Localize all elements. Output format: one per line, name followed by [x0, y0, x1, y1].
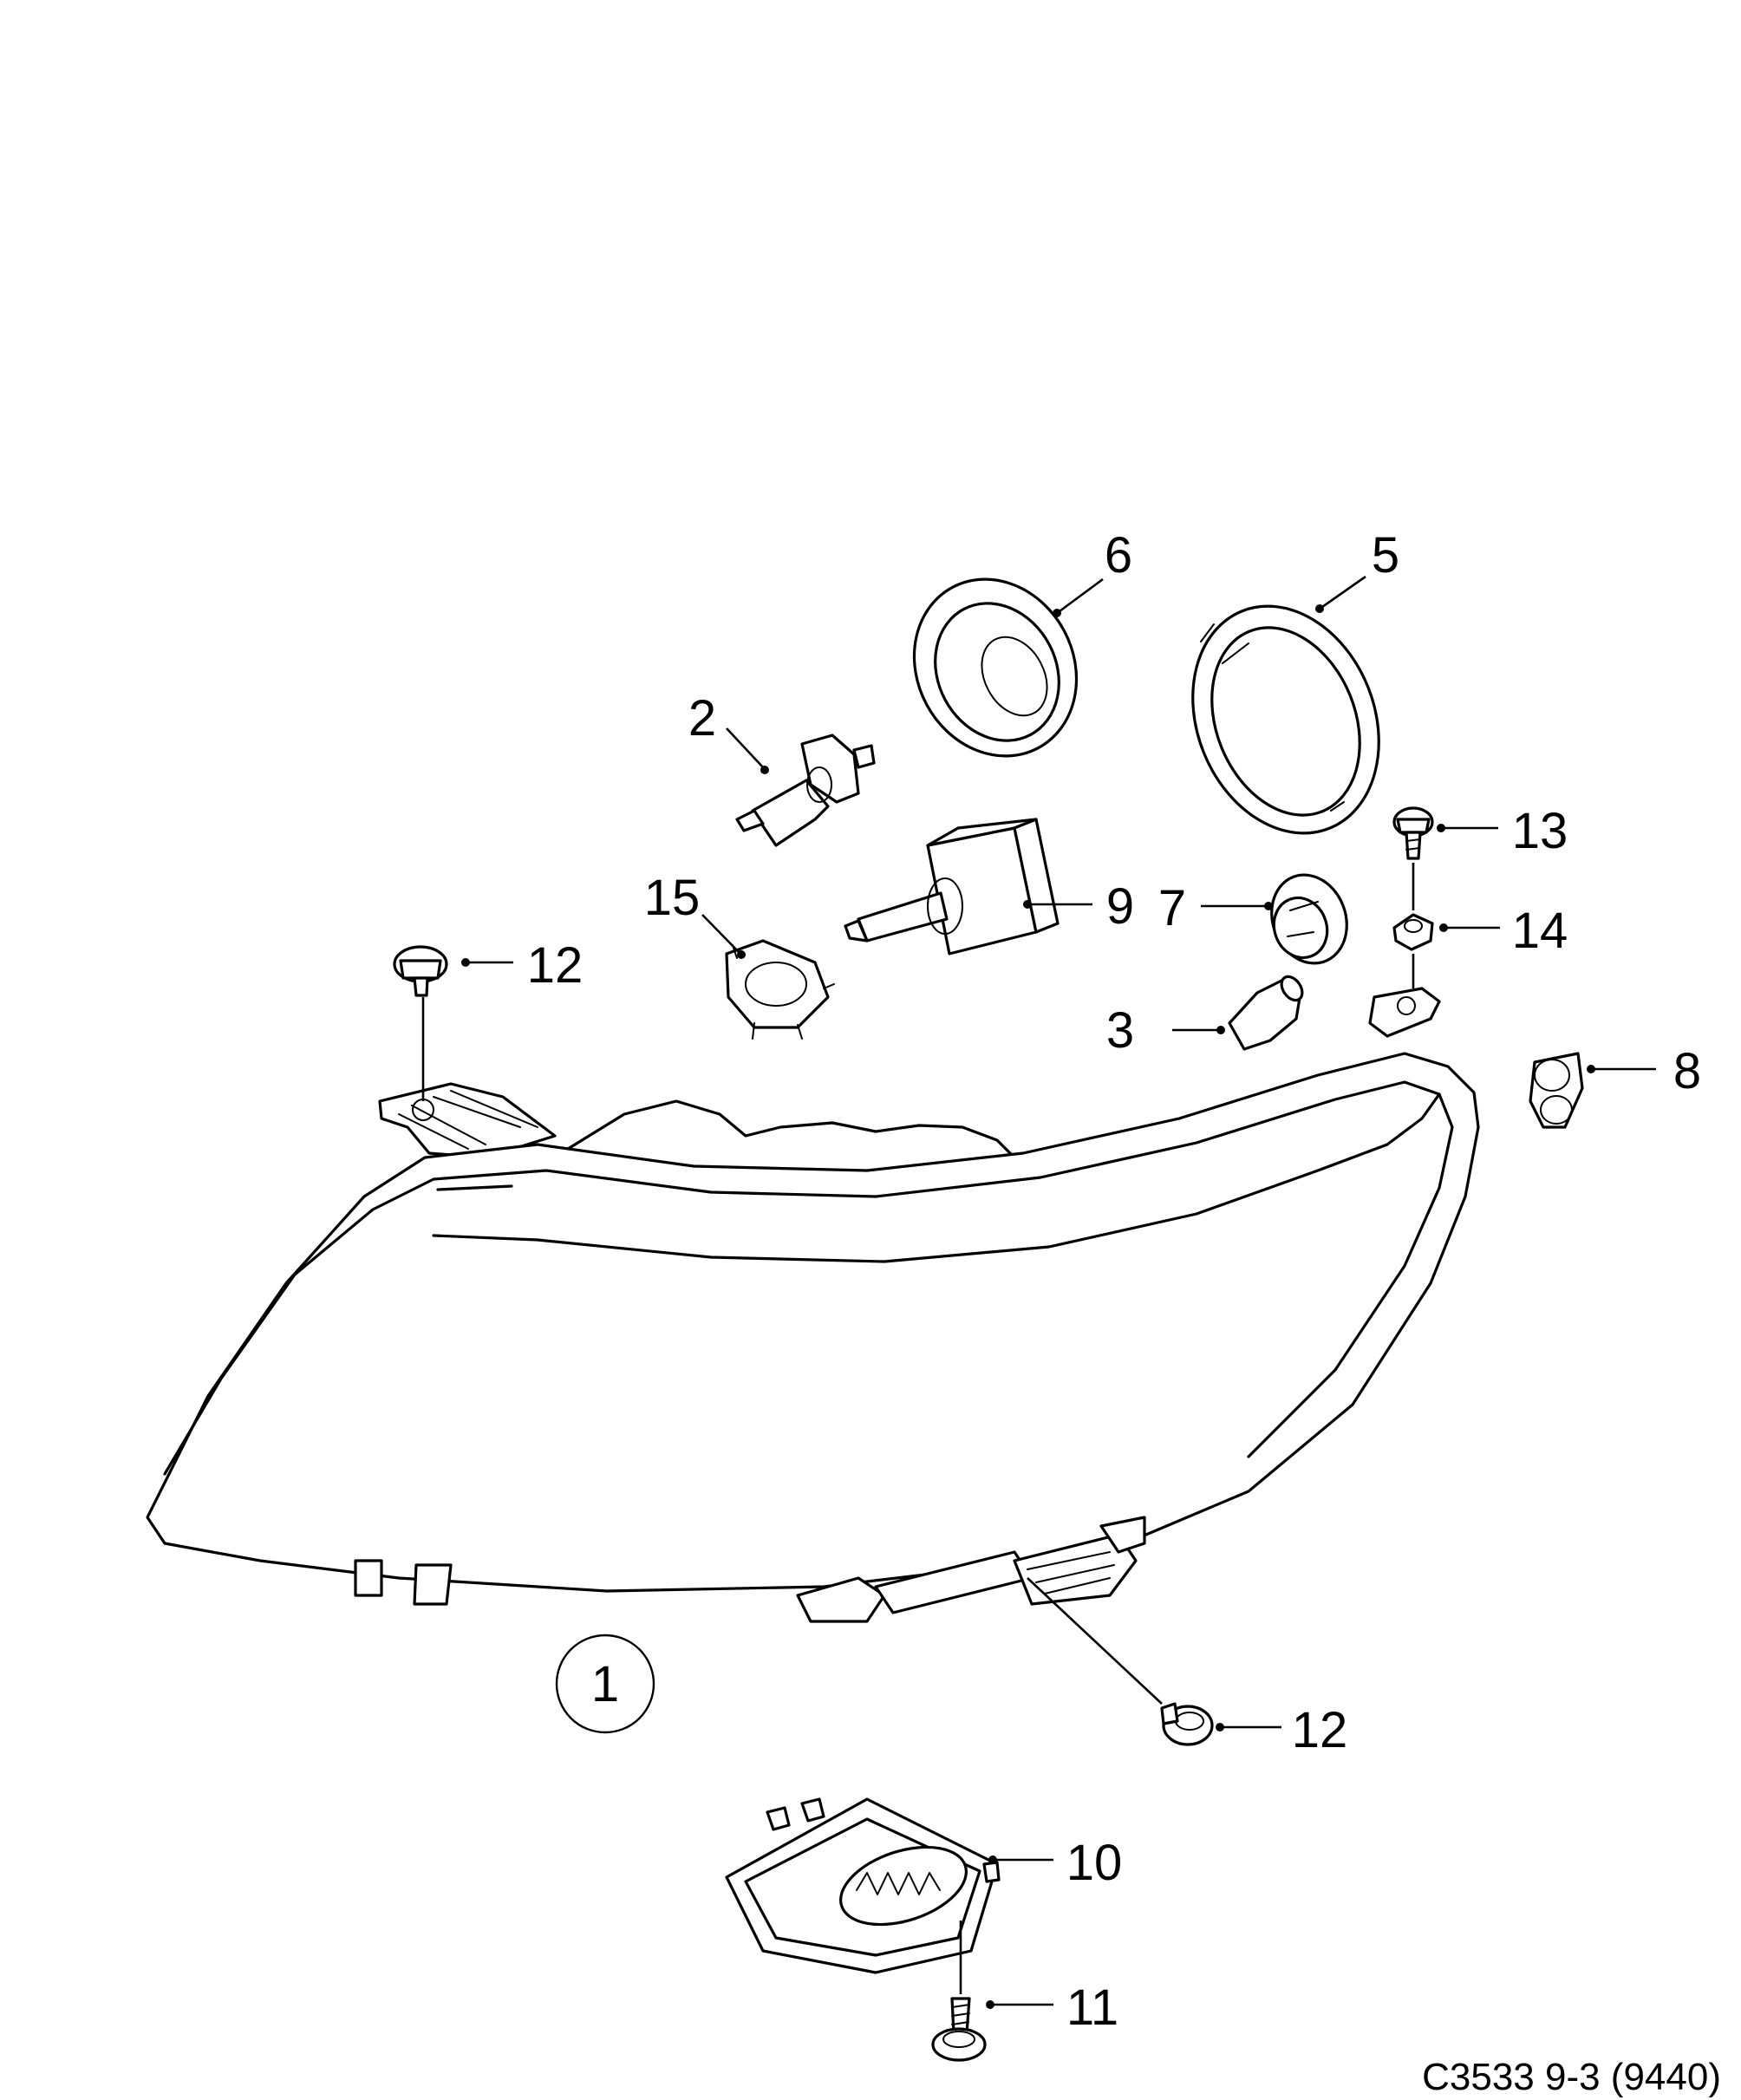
callout-2: 2 [688, 690, 716, 747]
bulb-h7 [735, 734, 876, 847]
headlamp-assembly [146, 987, 1480, 1623]
cable-clip [1529, 1052, 1584, 1129]
bulb-xenon [844, 818, 1060, 955]
screw-13 [1392, 806, 1434, 860]
bulb-holder [1270, 873, 1348, 965]
callout-13: 13 [1512, 803, 1568, 859]
callout-15: 15 [644, 870, 701, 926]
callout-12-upper: 12 [527, 937, 584, 994]
callout-7: 7 [1158, 880, 1186, 936]
nut-14 [1392, 913, 1434, 951]
callout-8: 8 [1673, 1043, 1701, 1099]
cover-ring-large [1191, 604, 1380, 835]
callout-5: 5 [1372, 527, 1399, 584]
callout-1: 1 [591, 1656, 619, 1712]
callout-14: 14 [1512, 903, 1568, 959]
reference-code: C3533 9-3 (9440) [1422, 2056, 1721, 2098]
leader-lines [421, 575, 1656, 2009]
callout-11: 11 [1066, 1979, 1118, 2036]
bolt-12-upper [393, 945, 448, 997]
callout-6: 6 [1105, 527, 1132, 584]
cover-ring-small [912, 577, 1079, 758]
callout-1-circle [555, 1634, 655, 1734]
callout-12-lower: 12 [1292, 1702, 1348, 1758]
callout-10: 10 [1066, 1835, 1123, 1891]
bulb-side-marker [1228, 975, 1304, 1051]
ballast-control-unit [725, 1797, 1001, 1974]
callout-9: 9 [1106, 878, 1134, 935]
bolt-12-lower [1160, 1702, 1214, 1746]
callout-3: 3 [1106, 1002, 1134, 1059]
bulb-retainer [725, 939, 835, 1040]
screw-11 [931, 1997, 987, 2062]
